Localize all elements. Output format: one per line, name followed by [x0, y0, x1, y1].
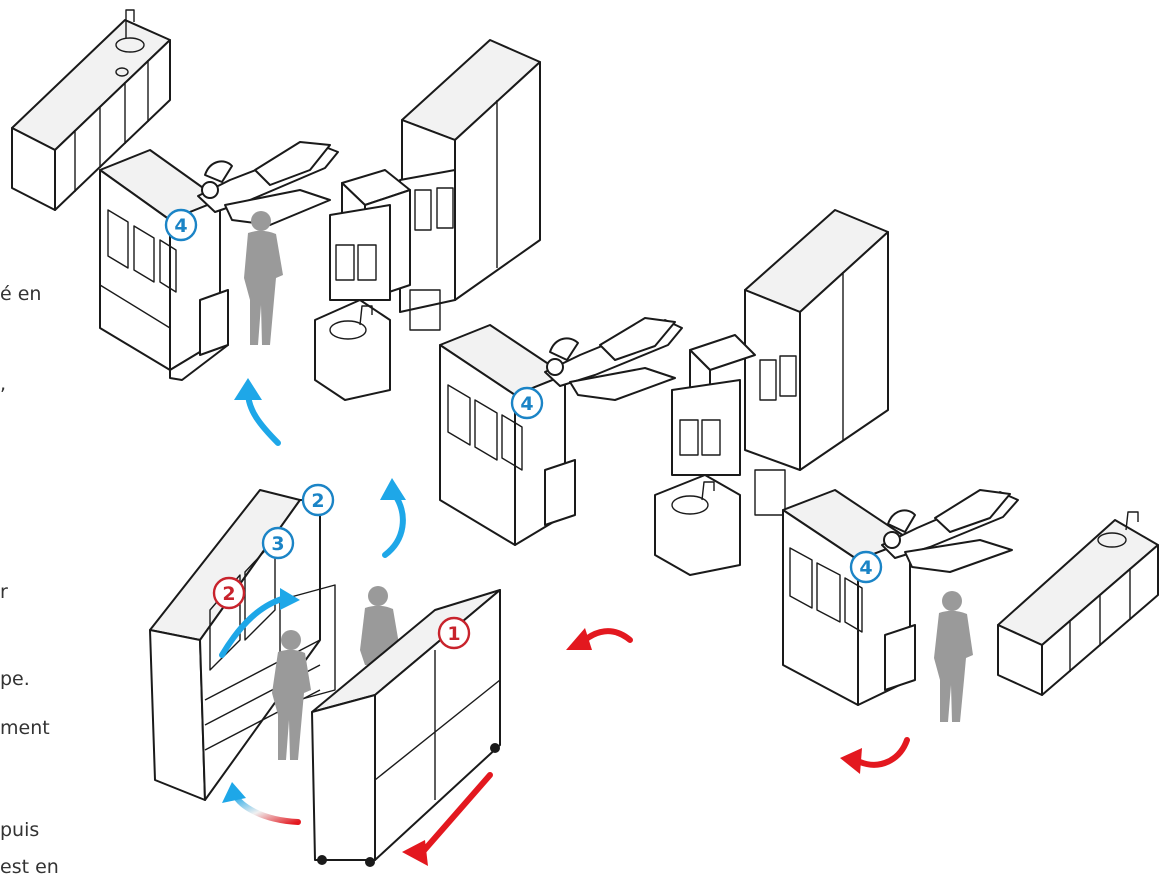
arrow-gradient-red-to-blue — [222, 782, 301, 825]
svg-text:2: 2 — [311, 490, 324, 512]
text-fragment-6: puis — [0, 819, 40, 841]
cabinet-right — [782, 489, 916, 706]
scene-assembly: 2 3 2 1 — [149, 478, 501, 867]
arrow-red-center — [566, 628, 633, 650]
svg-text:1: 1 — [447, 623, 460, 645]
svg-text:2: 2 — [222, 583, 235, 605]
text-fragment-2: , — [0, 373, 7, 395]
svg-text:4: 4 — [859, 557, 872, 579]
dental-chair-center — [544, 317, 683, 401]
cabinet-top-left — [99, 149, 229, 381]
scene-center: 4 — [439, 209, 889, 576]
sliding-cabinet-front — [311, 589, 501, 867]
sink-counter-right — [997, 511, 1159, 696]
tall-cabinet-center — [654, 209, 889, 576]
scene-right: 4 — [782, 489, 1159, 774]
badge-4-center: 4 — [510, 386, 544, 420]
svg-text:3: 3 — [271, 533, 284, 555]
open-cabinet-frame — [149, 489, 336, 801]
text-fragment-5: ment — [0, 717, 50, 739]
text-fragment-1: é en — [0, 283, 42, 305]
arrow-blue-up-left — [234, 378, 281, 446]
svg-text:4: 4 — [174, 215, 187, 237]
dental-chair-top-left — [197, 141, 339, 226]
person-silhouette-2 — [272, 630, 311, 760]
text-fragment-3: r — [0, 581, 8, 603]
person-silhouette-4 — [934, 591, 973, 722]
arrow-red-slide — [402, 772, 493, 866]
badge-1-assembly: 1 — [437, 616, 471, 650]
sink-counter-top-left — [11, 9, 171, 211]
badge-4-top-left: 4 — [164, 208, 198, 242]
svg-text:4: 4 — [520, 393, 533, 415]
text-fragment-4: pe. — [0, 668, 30, 690]
person-silhouette-1 — [244, 211, 283, 345]
badge-4-assembly: 2 — [301, 483, 335, 517]
arrow-red-right — [840, 737, 910, 774]
arrow-blue-up-center — [380, 478, 406, 558]
cabinet-center — [439, 324, 576, 546]
badge-4-right: 4 — [849, 550, 883, 584]
badge-2-assembly: 2 — [212, 576, 246, 610]
text-fragment-7: est en — [0, 856, 59, 878]
arrow-blue-into-cabinet — [219, 588, 300, 658]
badge-3-assembly: 3 — [261, 526, 295, 560]
dental-chair-right — [881, 489, 1019, 573]
tall-cabinet-top — [314, 39, 541, 401]
scene-top-left: 4 — [11, 9, 541, 446]
